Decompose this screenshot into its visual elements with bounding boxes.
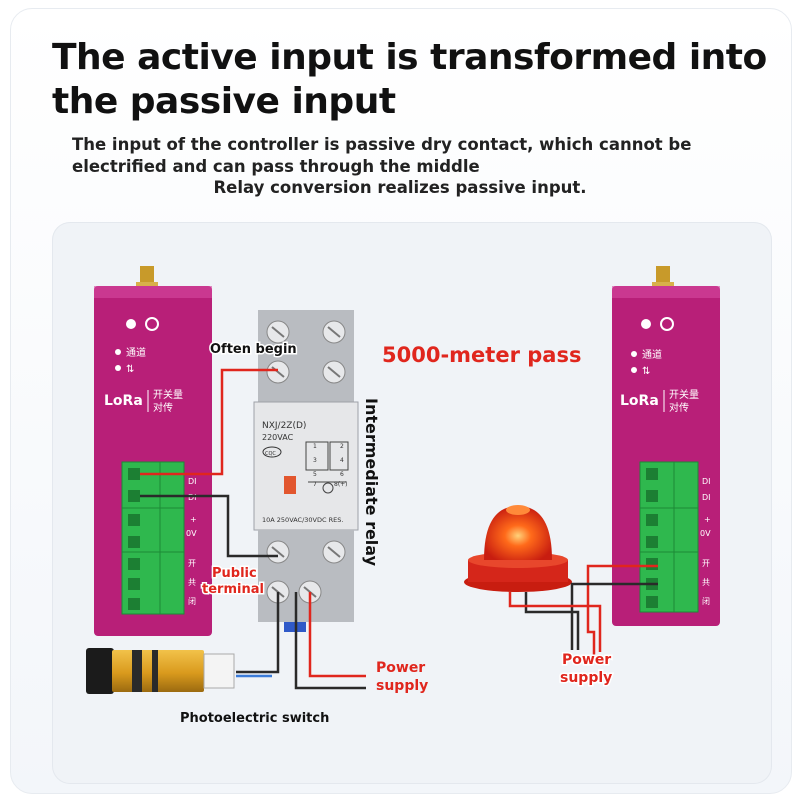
left-term-open: 开: [188, 559, 196, 568]
right-signal-icon: ⇅: [642, 366, 650, 377]
right-lora-module: 通道 ⇅ LoRa 开关量 对传 DI DI + 0V 开 共 闭: [612, 266, 720, 626]
left-power-icon: [145, 317, 159, 331]
right-term-common: 共: [702, 578, 710, 587]
right-func-label-2: 对传: [669, 401, 689, 414]
label-intermediate-relay: Intermediate relay: [362, 398, 381, 567]
relay-model: NXJ/2Z(D): [262, 421, 306, 431]
left-signal-icon: ⇅: [126, 364, 134, 375]
left-power-led: [126, 319, 136, 329]
relay-rating: 10A 250VAC/30VDC RES.: [262, 516, 343, 524]
wire-right-open: [586, 564, 658, 656]
left-term-di1: DI: [188, 477, 197, 486]
left-terminal-screws: [122, 462, 184, 614]
relay-cert-mark: [262, 446, 282, 458]
wire-public-terminal: [140, 494, 278, 558]
left-wiring: [140, 368, 366, 690]
wire-often-begin: [140, 368, 278, 476]
svg-text:7: 7: [313, 481, 317, 488]
subtitle-line-1: The input of the controller is passive d…: [72, 135, 692, 176]
wire-power-left: [308, 592, 366, 678]
left-term-0v: 0V: [186, 529, 197, 538]
page-title: The active input is transformed into the…: [52, 37, 767, 122]
sensor-lens-cap: [86, 648, 114, 694]
label-power-right-1: Power: [562, 652, 611, 668]
right-term-di2: DI: [702, 493, 711, 502]
label-often-begin: Often begin: [210, 342, 297, 357]
right-power-led: [641, 319, 651, 329]
relay-voltage: 220VAC: [262, 433, 294, 442]
relay-indicator: [284, 476, 296, 494]
alarm-lamp: [464, 505, 572, 592]
left-func-label: 开关量: [153, 388, 183, 401]
left-term-closed: 闭: [188, 597, 196, 606]
label-photo-switch: Photoelectric switch: [180, 711, 329, 726]
svg-text:8(+): 8(+): [334, 481, 348, 488]
label-power-right-2: supply: [560, 670, 612, 686]
intermediate-relay-unit: NXJ/2Z(D) 220VAC CQC 2 1 3 4 5 6 7 8(+) …: [253, 310, 359, 632]
lamp-dome: [484, 506, 552, 560]
wire-power-left-dark: [294, 592, 366, 690]
left-term-plus: +: [190, 515, 197, 524]
right-func-label: 开关量: [669, 388, 699, 401]
subtitle-line-2: Relay conversion realizes passive input.: [213, 178, 587, 197]
right-channel-label: 通道: [642, 348, 662, 361]
svg-text:5: 5: [313, 471, 317, 478]
left-lora-logo: LoRa: [104, 393, 143, 409]
svg-text:6: 6: [340, 471, 344, 478]
svg-text:CQC: CQC: [265, 451, 276, 457]
svg-text:2: 2: [340, 443, 344, 450]
right-terminal-screws: [640, 462, 698, 612]
left-term-common: 共: [188, 578, 196, 587]
right-term-0v: 0V: [700, 529, 711, 538]
label-power-left-2: supply: [376, 678, 428, 694]
label-power-left-1: Power: [376, 660, 425, 676]
wire-right-common: [570, 582, 658, 650]
relay-schematic: [305, 441, 349, 494]
sensor-tail: [203, 653, 235, 689]
wire-sensor-dark: [236, 592, 280, 674]
right-term-closed: 闭: [702, 597, 710, 606]
right-lora-logo: LoRa: [620, 393, 659, 409]
left-term-di2: DI: [188, 493, 197, 502]
label-public-line1: Public: [212, 566, 257, 581]
svg-text:1: 1: [313, 443, 317, 450]
wire-lamp-red: [508, 592, 602, 652]
wire-lamp-dark: [524, 592, 580, 650]
label-public-line2: terminal: [202, 582, 264, 597]
right-wiring: [508, 564, 658, 656]
left-channel-label: 通道: [126, 346, 146, 359]
right-term-open: 开: [702, 559, 710, 568]
label-distance: 5000-meter pass: [382, 343, 581, 367]
right-power-icon: [660, 317, 674, 331]
svg-text:4: 4: [340, 457, 344, 464]
photoelectric-switch: [86, 648, 235, 694]
svg-text:3: 3: [313, 457, 317, 464]
right-term-di1: DI: [702, 477, 711, 486]
left-lora-module: 通道 ⇅ LoRa 开关量 对传 DI DI + 0V 开 共 闭: [94, 266, 212, 636]
left-func-label-2: 对传: [153, 401, 173, 414]
right-term-plus: +: [704, 515, 711, 524]
